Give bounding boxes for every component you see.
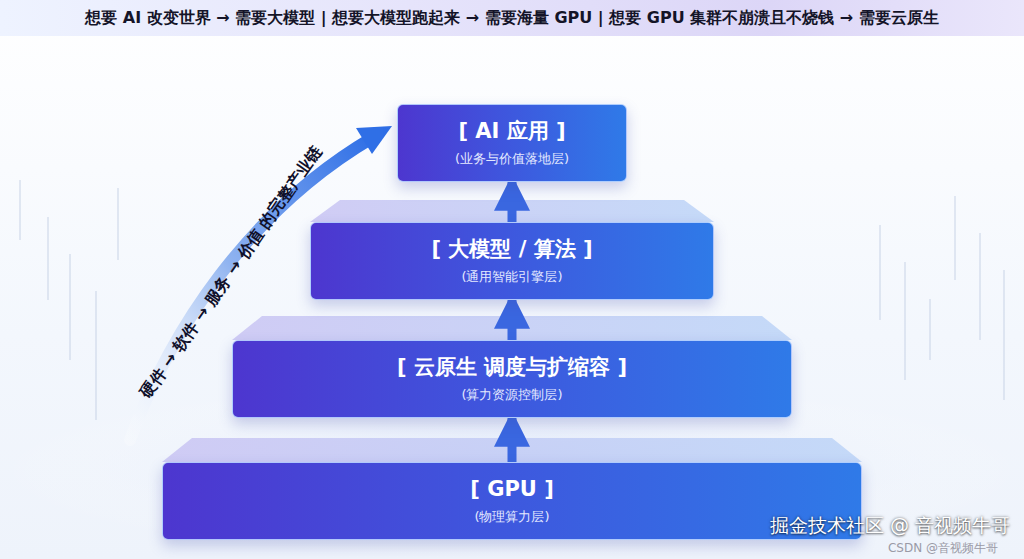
up-arrow [508,300,517,340]
layer-heading: [ 云原生 调度与扩缩容 ] [397,354,627,381]
layer-heading: [ GPU ] [470,476,554,503]
chain-arrowhead [356,126,392,154]
layer-subtitle: (通用智能引擎层) [461,268,562,286]
pyramid-layer: [ 云原生 调度与扩缩容 ] (算力资源控制层) [232,340,792,418]
up-arrow [508,182,517,222]
layer-heading: [ AI 应用 ] [458,118,565,145]
layer-subtitle: (算力资源控制层) [461,386,562,404]
layer-subtitle: (业务与价值落地层) [455,150,569,168]
data-bars [20,180,1004,420]
watermark: CSDN @音视频牛哥 [888,540,998,557]
title-banner: 想要 AI 改变世界 → 需要大模型 | 想要大模型跑起来 → 需要海量 GPU… [0,0,1024,36]
watermark: 掘金技术社区 @ 音视频牛哥 [770,513,1010,539]
up-arrow [508,418,517,462]
layer-subtitle: (物理算力层) [474,508,549,526]
layer-heading: [ 大模型 / 算法 ] [431,236,592,263]
pyramid-layer: [ 大模型 / 算法 ] (通用智能引擎层) [310,222,714,300]
pyramid-layer: [ AI 应用 ] (业务与价值落地层) [397,104,627,182]
pyramid-layer: [ GPU ] (物理算力层) [162,462,862,540]
